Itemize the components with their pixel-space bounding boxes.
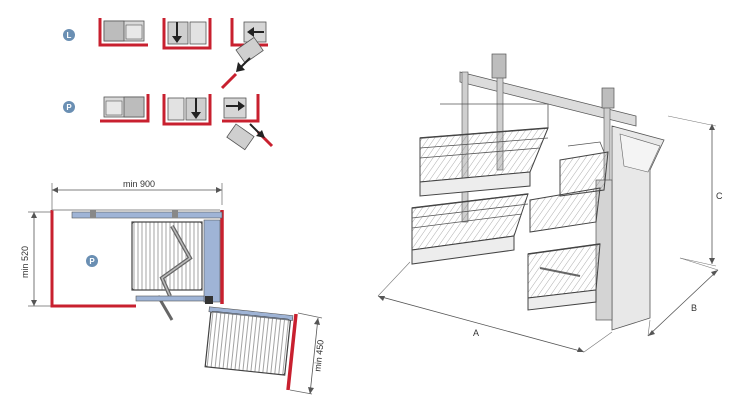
- plan-badge-label: P: [89, 257, 95, 266]
- iso-dimension-b-label: B: [691, 303, 697, 313]
- iso-dimension-b: B: [647, 257, 719, 337]
- iso-dimension-a: A: [377, 261, 613, 353]
- iso-front-upper-basket: [529, 141, 609, 233]
- pictogram-left-pull: [162, 18, 212, 50]
- plan-top-rail: [71, 211, 223, 219]
- plan-outer-basket: [204, 306, 298, 391]
- plan-badge: P: [86, 255, 98, 267]
- plan-swing-arm: [135, 225, 213, 321]
- iso-dimension-c: C: [667, 115, 723, 267]
- badge-left-label: L: [67, 31, 72, 40]
- pictogram-right-swing: [222, 94, 274, 151]
- badge-left: L: [63, 29, 75, 41]
- plan-extension-dimension: min 450: [289, 312, 326, 395]
- pictogram-left-swing: [220, 18, 268, 90]
- iso-dimension-a-label: A: [473, 328, 479, 338]
- plan-depth-label: min 520: [20, 246, 30, 278]
- iso-lower-basket: [411, 193, 529, 265]
- iso-upper-basket: [419, 103, 549, 197]
- iso-dimension-c-label: C: [716, 191, 723, 201]
- plan-depth-dimension: min 520: [20, 211, 52, 307]
- pictogram-right-closed: [100, 94, 150, 123]
- iso-front-lower-basket: [527, 243, 601, 311]
- plan-inner-basket: [131, 221, 203, 291]
- badge-right-label: P: [66, 103, 72, 112]
- plan-width-dimension: min 900: [51, 179, 223, 210]
- pictogram-right-pull: [162, 94, 212, 126]
- plan-width-label: min 900: [123, 179, 155, 189]
- plan-cabinet: [50, 209, 224, 308]
- pictogram-left-closed: [98, 18, 148, 47]
- plan-side-panel: [203, 219, 221, 303]
- plan-extension-label: min 450: [312, 339, 325, 372]
- badge-right: P: [63, 101, 75, 113]
